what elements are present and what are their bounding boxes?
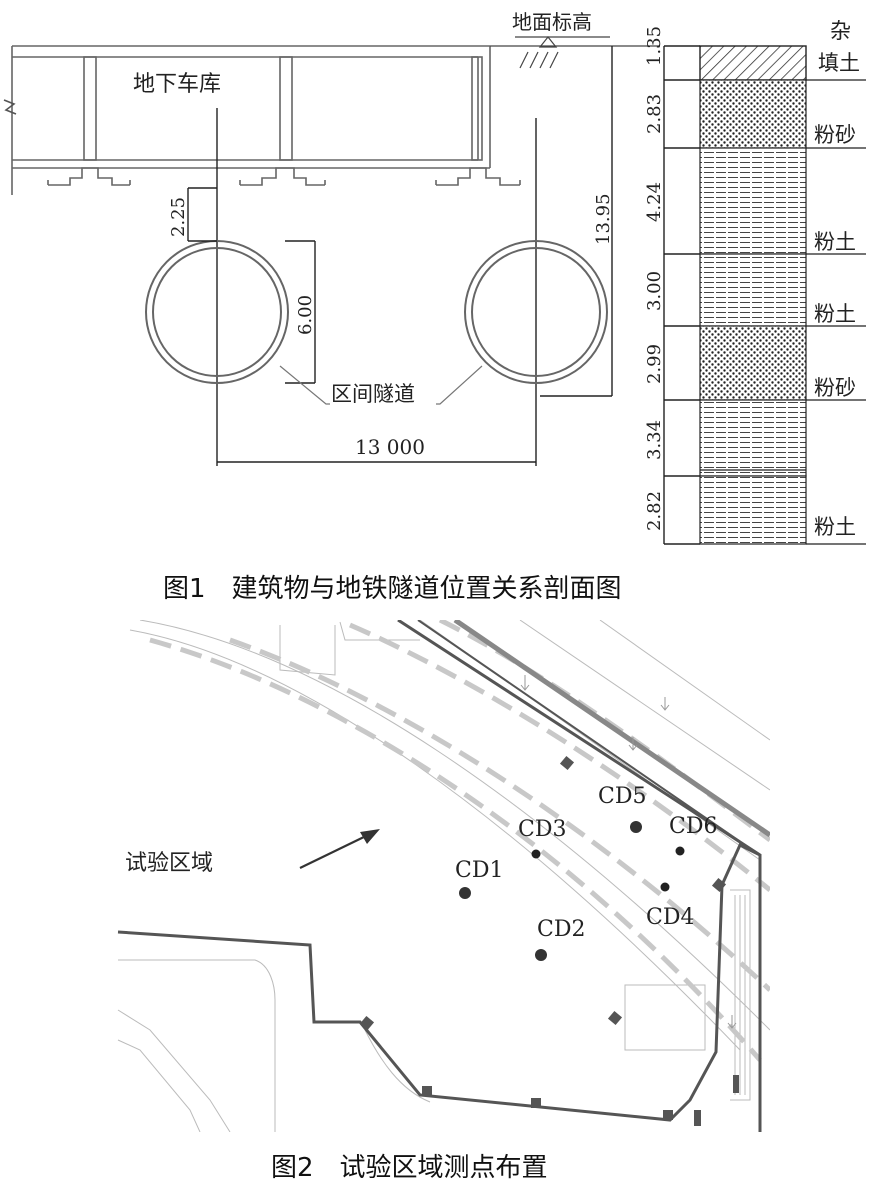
building-outline [117, 620, 762, 1132]
ground-elevation-label: 地面标高 [512, 10, 592, 34]
point-marker-cd4 [660, 882, 670, 892]
point-marker-cd2 [535, 949, 547, 961]
point-marker-cd1 [459, 887, 471, 899]
stratum-thickness: 2.82 [644, 491, 665, 531]
point-label-cd3: CD3 [518, 817, 566, 842]
figure1-caption: 图1 建筑物与地铁隧道位置关系剖面图 [163, 574, 622, 604]
stratum-thickness: 4.24 [644, 182, 665, 222]
test-area-label: 试验区域 [125, 851, 213, 876]
figure2-caption: 图2 试验区域测点布置 [271, 1153, 548, 1183]
tunnel-label: 区间隧道 [331, 382, 415, 406]
stratum-thickness: 2.83 [644, 94, 665, 134]
stratum-name: 粉土 [814, 515, 856, 539]
stratum-name: 粉砂 [814, 123, 856, 147]
point-label-cd2: CD2 [537, 917, 585, 942]
figure1-section: 地下车库 地面标高 2.25 [3, 10, 866, 604]
ground-elevation-marker [490, 36, 660, 69]
garage-label: 地下车库 [133, 72, 221, 97]
point-label-cd4: CD4 [646, 905, 694, 930]
stratum-name: 粉砂 [814, 376, 856, 400]
total-depth-dimension [540, 46, 613, 397]
slope-arrows [520, 675, 737, 1029]
right-tunnel [464, 240, 608, 384]
cover-depth-dimension [187, 187, 217, 242]
point-marker-cd3 [531, 849, 541, 859]
wall-markers [359, 755, 739, 1126]
stratum-name: 粉土 [814, 230, 856, 254]
stratum-thickness: 3.00 [644, 271, 665, 311]
point-label-cd5: CD5 [598, 784, 646, 809]
measurement-points [459, 821, 685, 961]
stratum-thickness: 1.35 [644, 26, 665, 66]
stratum-name-fill: 杂 填土 [818, 19, 860, 75]
boundary-wall [453, 620, 770, 838]
tunnel-spacing-value: 13 000 [355, 435, 425, 459]
borehole-column [663, 45, 866, 545]
figure2-plan: 试验区域 CD1 CD2 CD3 CD4 CD5 CD6 图2 试验区域测点布置 [117, 620, 770, 1183]
stratum-name-line1: 杂 [830, 19, 851, 43]
site-lines [117, 620, 770, 1132]
tunnel-label-leader [279, 365, 483, 405]
point-label-cd1: CD1 [455, 858, 503, 883]
cover-depth-value: 2.25 [168, 197, 189, 237]
stratum-thickness: 3.34 [644, 420, 665, 460]
tunnel-diameter-value: 6.00 [295, 295, 316, 335]
point-marker-cd6 [675, 846, 685, 856]
stratum-name-line2: 填土 [818, 51, 860, 75]
tunnel-alignment [149, 620, 770, 1062]
stratum-name: 粉土 [814, 302, 856, 326]
direction-arrow [299, 829, 380, 869]
point-marker-cd5 [630, 821, 642, 833]
building-outline-inner [417, 620, 746, 846]
stratum-thickness: 2.99 [644, 344, 665, 384]
garage-structure [3, 45, 521, 195]
total-depth-value: 13.95 [593, 193, 614, 245]
point-label-cd6: CD6 [669, 814, 717, 839]
